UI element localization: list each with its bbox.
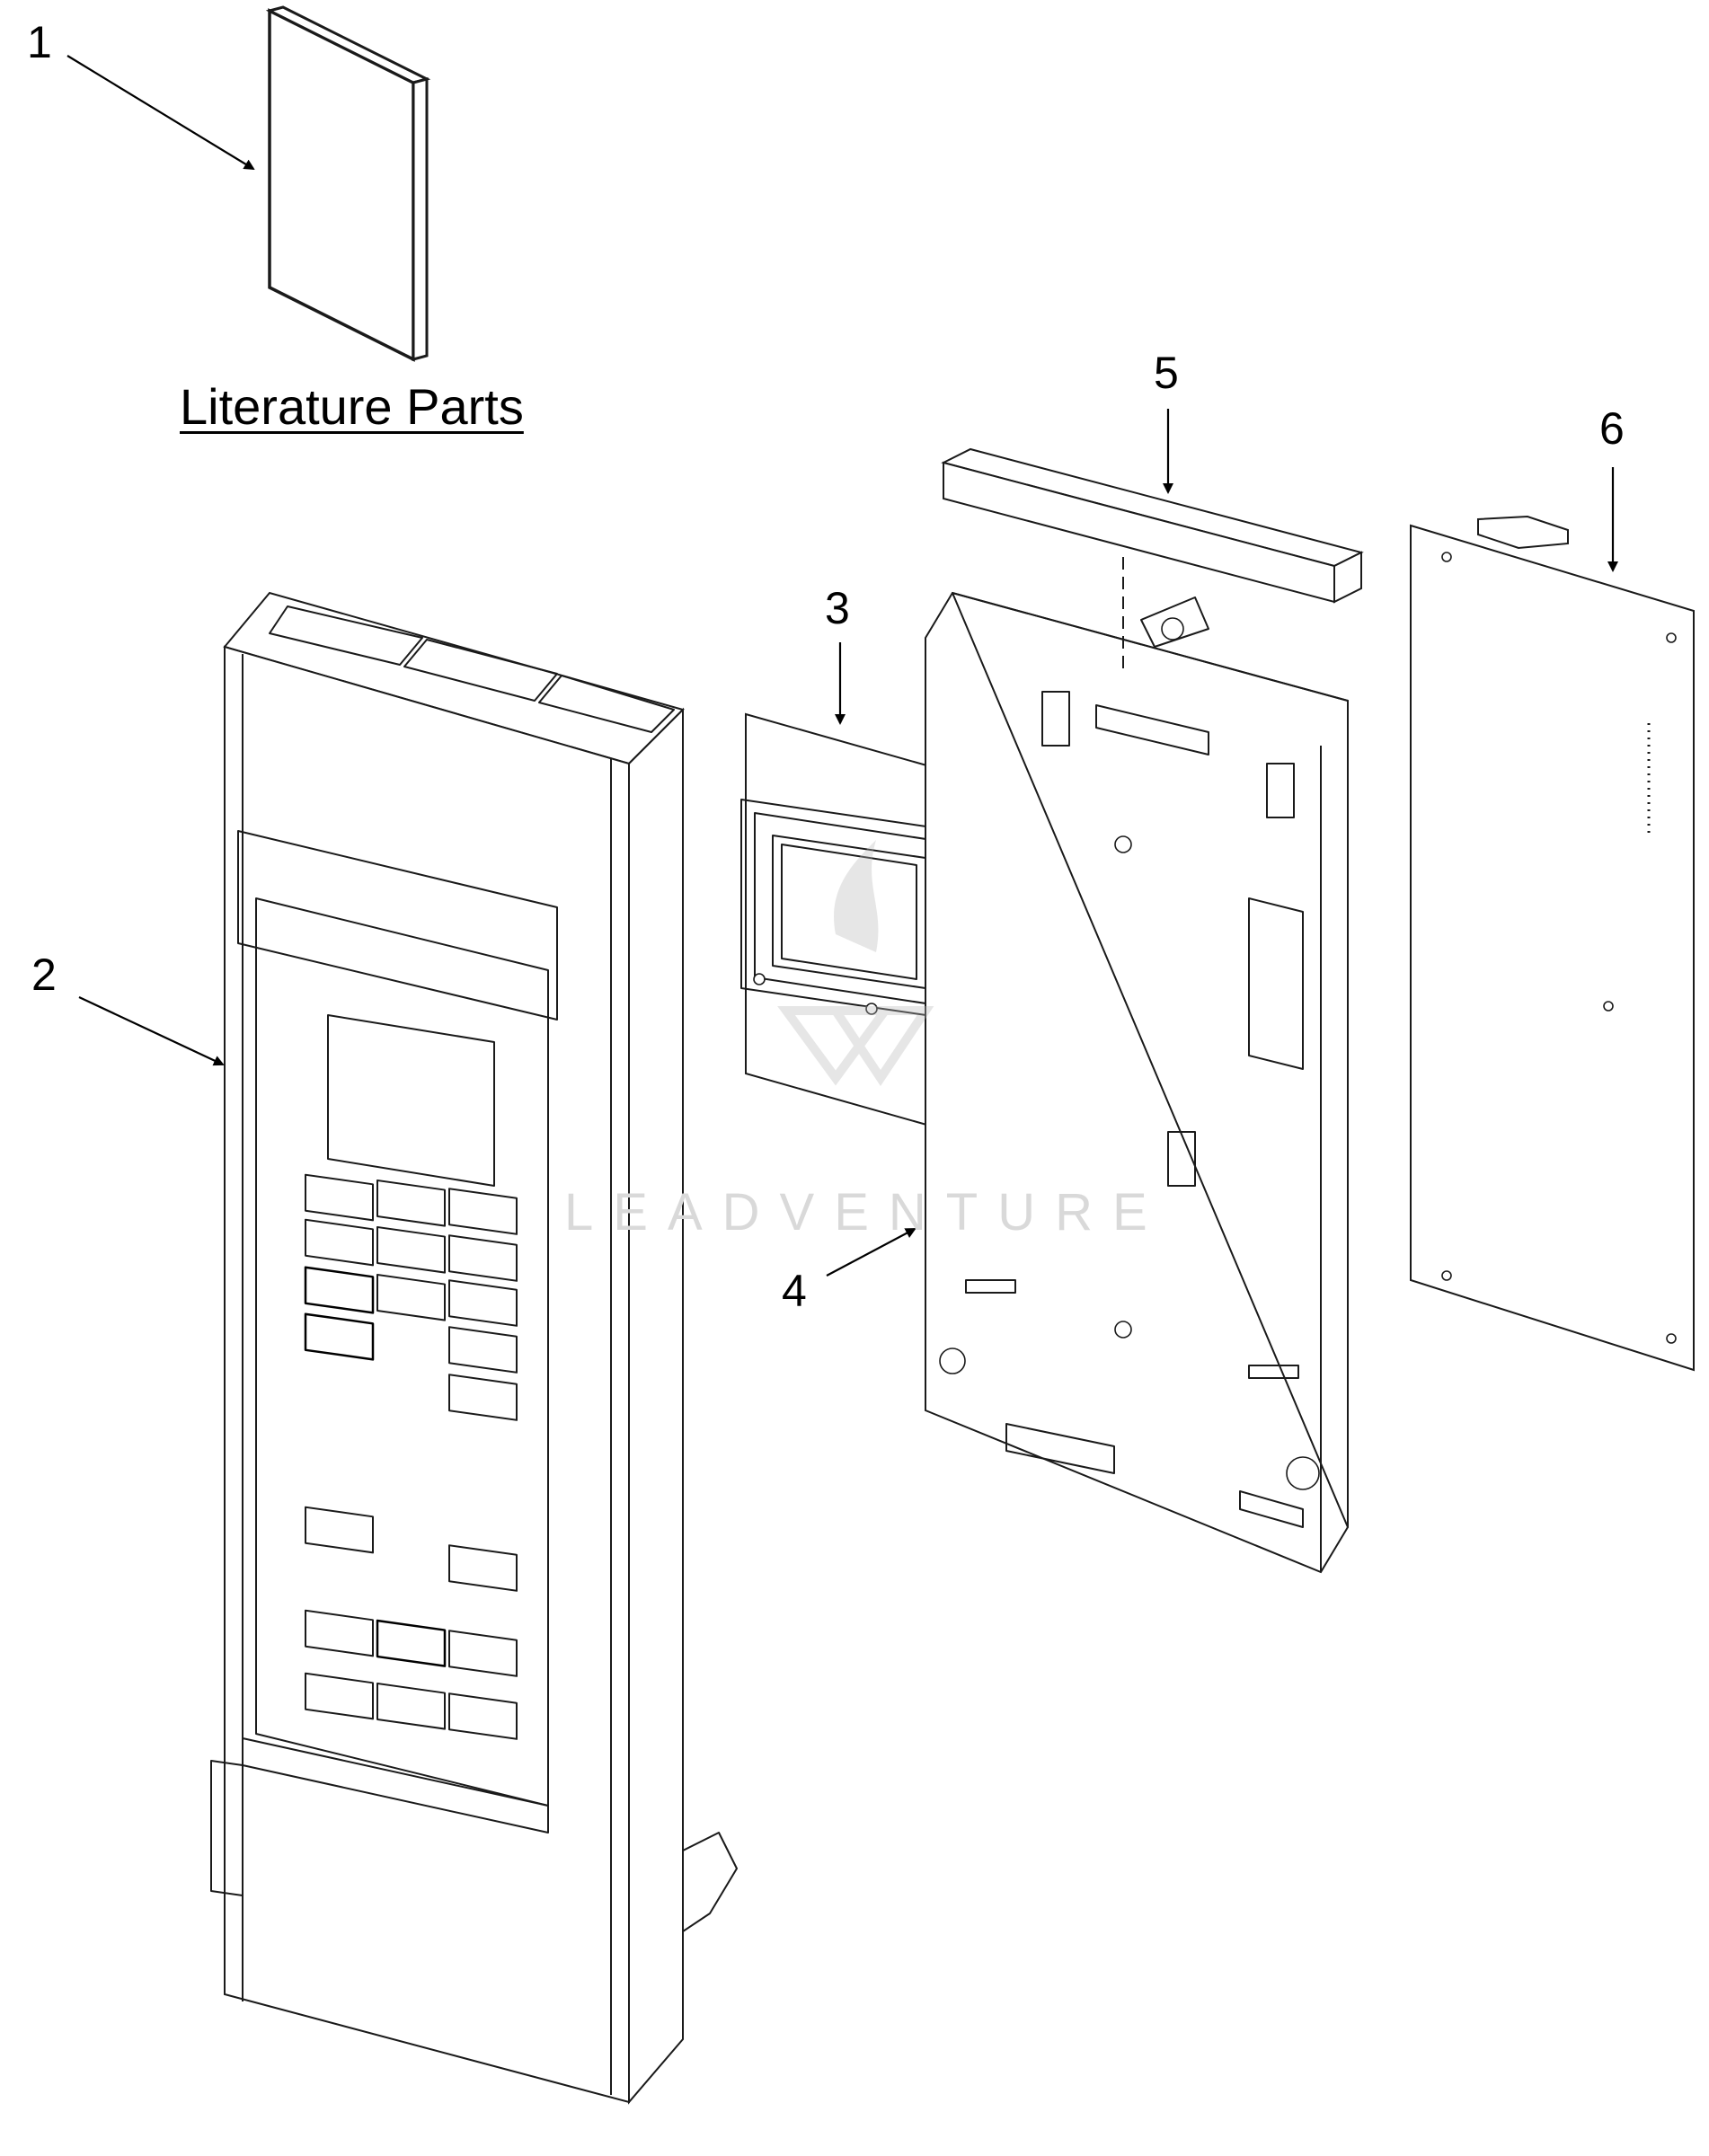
watermark-logo (777, 840, 934, 1087)
literature-parts-label: Literature Parts (180, 378, 524, 435)
watermark-text: LEADVENTURE (564, 1183, 1167, 1241)
part-2-control-panel (210, 591, 738, 2105)
callout-6: 6 (1599, 403, 1625, 454)
callout-3: 3 (825, 583, 850, 633)
part-5-foam-strip (941, 447, 1364, 674)
callout-2: 2 (31, 950, 57, 1000)
part-4-chassis (925, 591, 1349, 1574)
callout-4: 4 (782, 1266, 807, 1316)
leader-4 (826, 1228, 916, 1277)
leader-2 (78, 996, 225, 1066)
part-6-circuit-board (1410, 515, 1695, 1372)
part-1-literature-book (265, 5, 431, 362)
callout-1: 1 (27, 17, 52, 67)
leader-1 (66, 55, 255, 171)
callout-5: 5 (1154, 348, 1179, 398)
leader-lines (66, 55, 1618, 1277)
keypad (304, 1173, 518, 1740)
